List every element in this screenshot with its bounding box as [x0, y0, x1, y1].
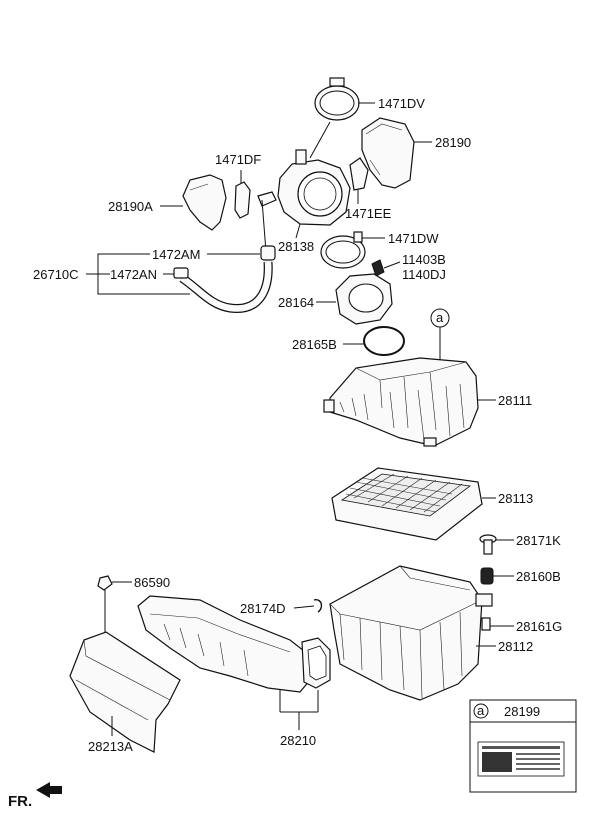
- hose-26710c: [86, 245, 276, 313]
- bolt-28161g: [481, 617, 514, 631]
- throttle-body-28138: [257, 149, 351, 253]
- clamp-1471df: [234, 170, 251, 219]
- clamp-1471ee: [349, 157, 369, 204]
- label-1471dw: 1471DW: [388, 231, 439, 246]
- housing-28112: [329, 565, 496, 701]
- label-28199: 28199: [504, 704, 540, 719]
- legend-box: [469, 699, 577, 793]
- duct-28190a: [160, 174, 227, 231]
- label-28174d: 28174D: [240, 601, 286, 616]
- label-1471df: 1471DF: [215, 152, 261, 167]
- front-arrow-icon: [36, 782, 62, 798]
- gasket-28165b: [343, 326, 405, 356]
- label-28171k: 28171K: [516, 533, 561, 548]
- bolt-11403b: [371, 259, 401, 277]
- adapter-28164: [316, 273, 393, 325]
- label-28213a: 28213A: [88, 739, 133, 754]
- shield-28213a: [69, 631, 181, 753]
- filter-28113: [331, 467, 496, 541]
- label-26710c: 26710C: [33, 267, 79, 282]
- insulator-28160b: [480, 567, 514, 585]
- label-28113: 28113: [498, 491, 533, 506]
- label-28164: 28164: [278, 295, 314, 310]
- label-28190a: 28190A: [108, 199, 153, 214]
- label-28138: 28138: [278, 239, 314, 254]
- label-28112: 28112: [498, 639, 533, 654]
- label-28210: 28210: [280, 733, 316, 748]
- label-11403b: 11403B: [402, 252, 446, 267]
- clip-28174d: [293, 599, 323, 613]
- label-28161g: 28161G: [516, 619, 562, 634]
- label-86590: 86590: [134, 575, 170, 590]
- label-28190: 28190: [435, 135, 471, 150]
- label-1472an: 1472AN: [110, 267, 157, 282]
- clamp-1471dw: [320, 231, 385, 269]
- pin-28171k: [479, 534, 514, 555]
- label-28111: 28111: [498, 393, 532, 408]
- front-marker: FR.: [8, 793, 32, 810]
- label-1140dj: 1140DJ: [402, 267, 446, 282]
- callout-a: [430, 308, 450, 372]
- callout-letter: a: [436, 310, 444, 325]
- label-28160b: 28160B: [516, 569, 561, 584]
- label-28165b: 28165B: [292, 337, 337, 352]
- label-1472am: 1472AM: [152, 247, 200, 262]
- label-1471dv: 1471DV: [378, 96, 425, 111]
- bolt-86590: [97, 575, 132, 640]
- duct-28190: [361, 117, 432, 189]
- clamp-1471dv: [309, 77, 375, 159]
- cover-28111: [323, 357, 496, 447]
- label-1471ee: 1471EE: [345, 206, 392, 221]
- legend-letter: a: [477, 703, 485, 718]
- intake-duct-28210: [137, 595, 331, 730]
